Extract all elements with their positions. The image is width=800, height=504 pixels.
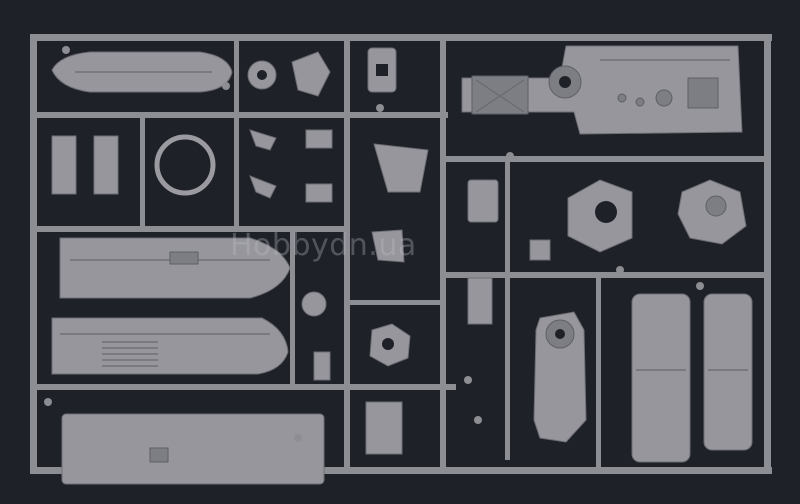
runner-frame: [30, 34, 772, 474]
small-parts-row2: [51, 129, 429, 203]
engine-deck-part: [461, 45, 743, 135]
turret-parts: [467, 179, 747, 325]
gate-knobs: [44, 46, 704, 442]
hull-side-plates: [51, 237, 325, 485]
center-parts: [301, 229, 411, 455]
small-parts-top: [247, 47, 397, 97]
hull-tube-part: [51, 51, 233, 93]
lower-right-parts: [533, 293, 753, 463]
vent-grille: [102, 341, 158, 367]
